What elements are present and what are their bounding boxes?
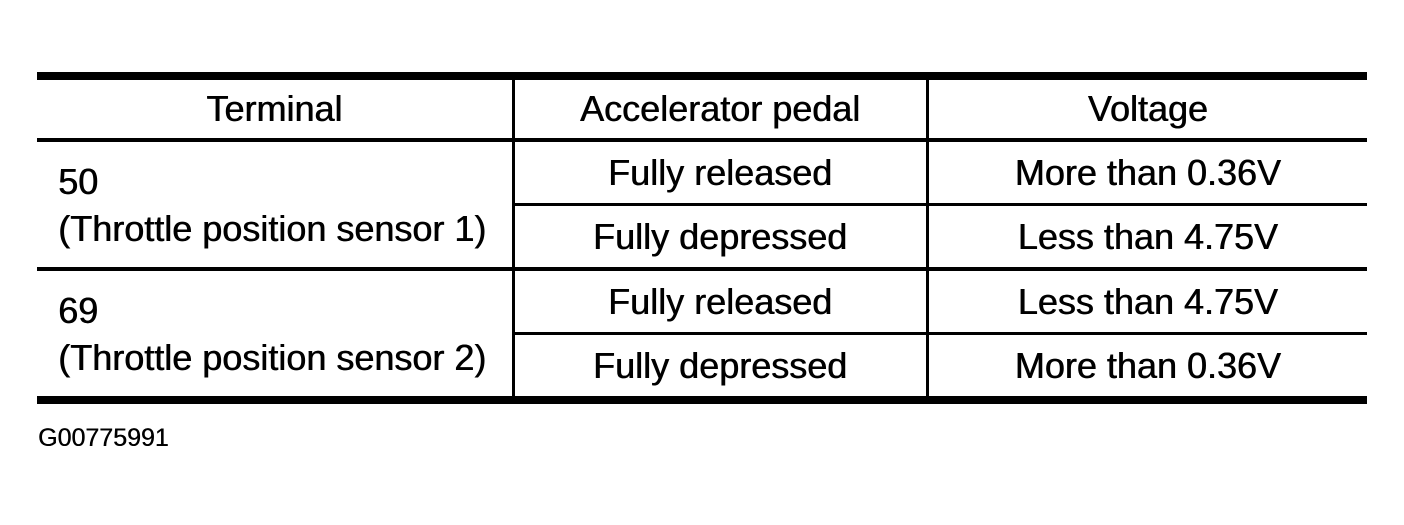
pedal-cell: Fully depressed: [511, 204, 927, 271]
terminal-cell-69: 69 (Throttle position sensor 2): [37, 269, 513, 402]
voltage-cell: More than 0.36V: [925, 140, 1367, 206]
throttle-position-sensor-voltage-table: Terminal Accelerator pedal Voltage 50 (T…: [37, 72, 1367, 404]
terminal-note: (Throttle position sensor 1): [58, 207, 487, 249]
pedal-cell: Fully depressed: [511, 333, 927, 400]
voltage-cell: More than 0.36V: [925, 333, 1367, 400]
terminal-cell-50: 50 (Throttle position sensor 1): [37, 140, 513, 271]
table-row: Fully depressed Less than 4.75V: [37, 204, 1367, 271]
table-row: Fully depressed More than 0.36V: [37, 333, 1367, 400]
table-row: 50 (Throttle position sensor 1) Fully re…: [37, 140, 1367, 271]
header-row: Terminal Accelerator pedal Voltage: [37, 76, 1367, 142]
terminal-number: 69: [58, 289, 99, 331]
terminal-number: 50: [58, 160, 99, 202]
col-header-voltage: Voltage: [925, 76, 1367, 142]
figure-id: G00775991: [38, 424, 169, 452]
pedal-cell: Fully released: [511, 140, 927, 206]
col-header-accelerator-pedal: Accelerator pedal: [511, 76, 927, 142]
terminal-note: (Throttle position sensor 2): [58, 336, 487, 378]
pedal-cell: Fully released: [511, 269, 927, 335]
col-header-terminal: Terminal: [37, 76, 513, 142]
voltage-cell: Less than 4.75V: [925, 204, 1367, 271]
table-row: 69 (Throttle position sensor 2) Fully re…: [37, 269, 1367, 402]
voltage-cell: Less than 4.75V: [925, 269, 1367, 335]
